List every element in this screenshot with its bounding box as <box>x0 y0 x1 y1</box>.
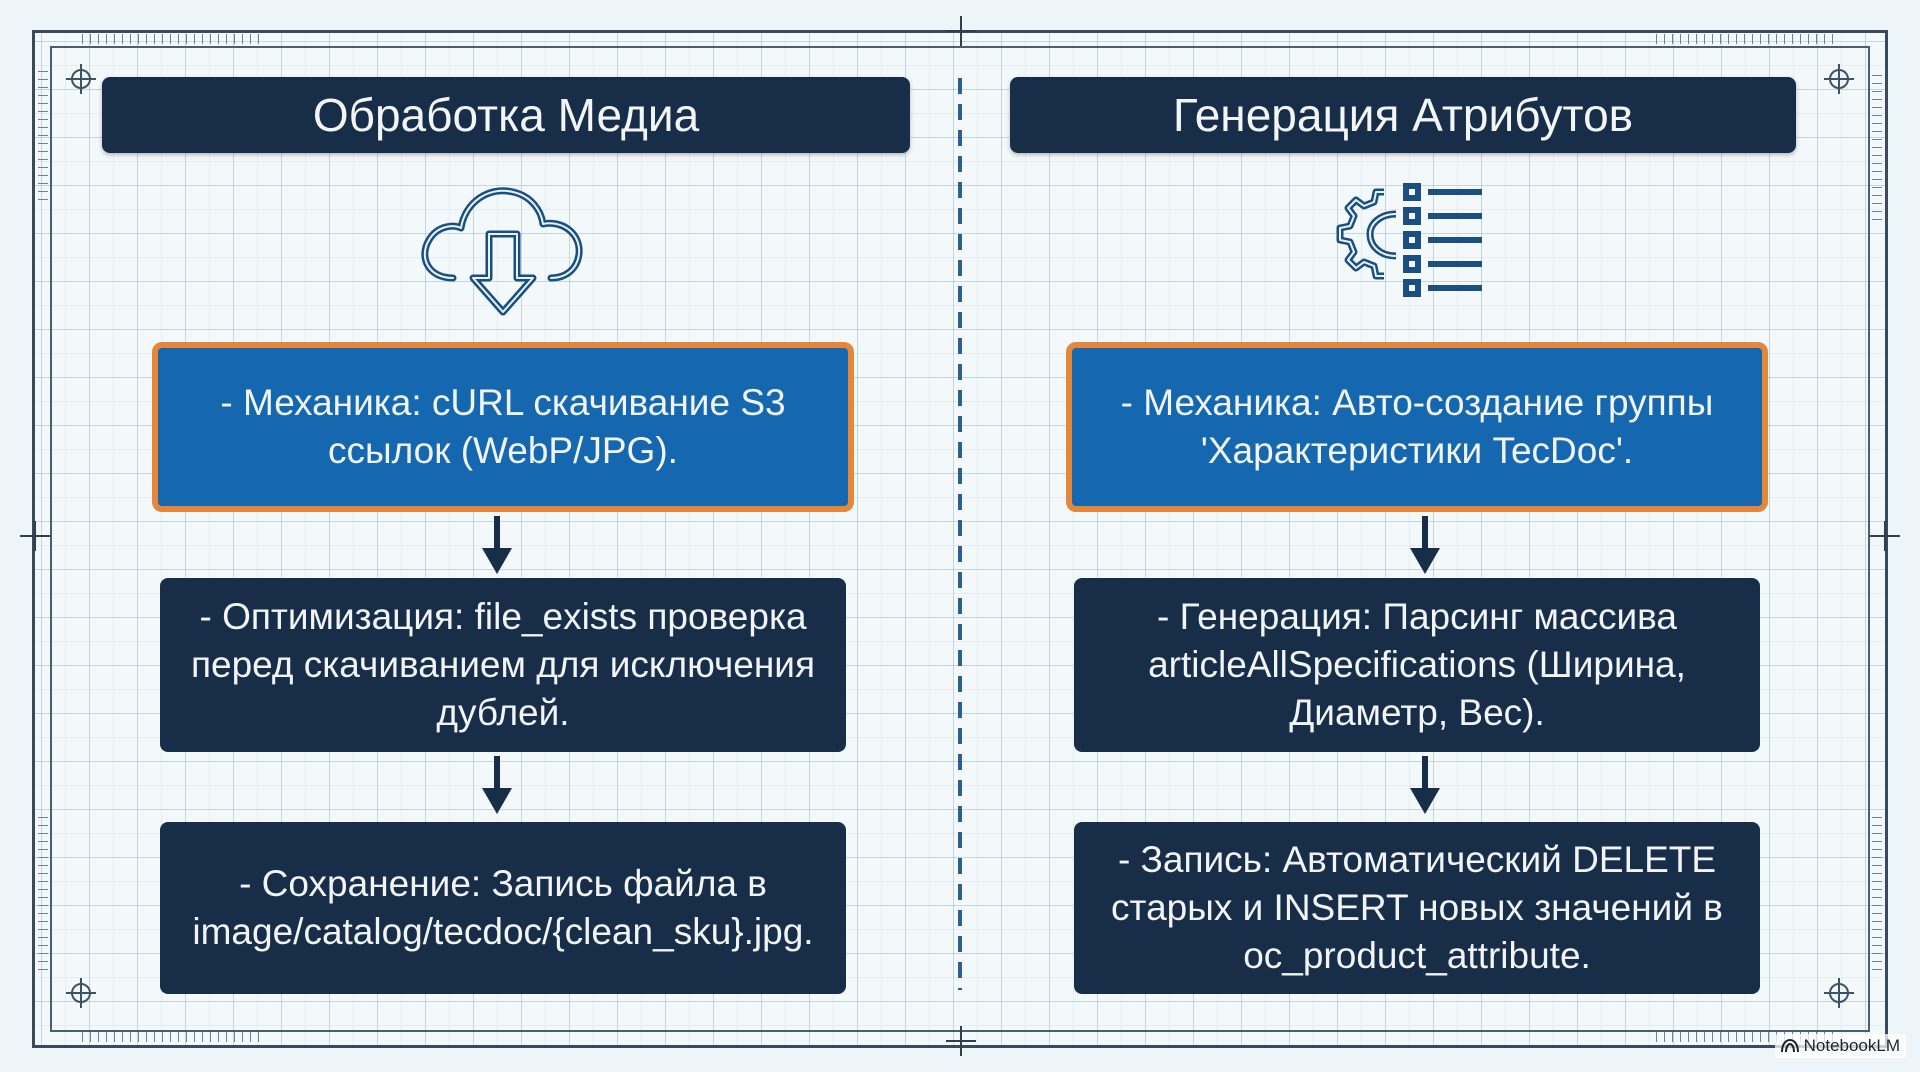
left-step-2: - Оптимизация: file_exists проверка пере… <box>160 578 846 752</box>
right-step-2: - Генерация: Парсинг массива articleAllS… <box>1074 578 1760 752</box>
arrow-down-icon <box>482 516 512 574</box>
right-step-1: - Механика: Авто-создание группы 'Характ… <box>1066 342 1768 512</box>
brand-label: NotebookLM <box>1803 1036 1900 1055</box>
bottom-ruler-left <box>82 1032 262 1042</box>
plus-mark-left-middle-icon <box>20 521 50 551</box>
left-column-title: Обработка Медиа <box>102 77 910 153</box>
left-step-1: - Механика: cURL скачивание S3 ссылок (W… <box>152 342 854 512</box>
notebooklm-watermark: NotebookLM <box>1774 1034 1906 1058</box>
bottom-ruler-right <box>1656 1032 1836 1042</box>
crosshair-bottom-left-icon <box>66 978 96 1008</box>
notebooklm-logo-icon <box>1780 1039 1799 1053</box>
top-ruler-right <box>1656 34 1836 44</box>
crosshair-top-right-icon <box>1824 64 1854 94</box>
right-column-title: Генерация Атрибутов <box>1010 77 1796 153</box>
arrow-down-icon <box>482 756 512 814</box>
center-divider <box>958 78 962 990</box>
plus-mark-right-middle-icon <box>1870 521 1900 551</box>
gear-list-icon <box>1336 183 1482 297</box>
left-ruler-top <box>38 70 48 200</box>
arrow-down-icon <box>1410 756 1440 814</box>
right-ruler-bottom <box>1872 810 1882 970</box>
arrow-down-icon <box>1410 516 1440 574</box>
right-step-3: - Запись: Автоматический DELETE старых и… <box>1074 822 1760 994</box>
plus-mark-bottom-center-icon <box>946 1026 976 1056</box>
left-ruler-bottom <box>38 810 48 970</box>
plus-mark-top-center-icon <box>946 16 976 46</box>
crosshair-bottom-right-icon <box>1824 978 1854 1008</box>
crosshair-top-left-icon <box>66 64 96 94</box>
right-ruler-top <box>1872 70 1882 220</box>
left-step-3: - Сохранение: Запись файла в image/catal… <box>160 822 846 994</box>
top-ruler-left <box>82 34 262 44</box>
cloud-download-icon <box>421 187 583 316</box>
